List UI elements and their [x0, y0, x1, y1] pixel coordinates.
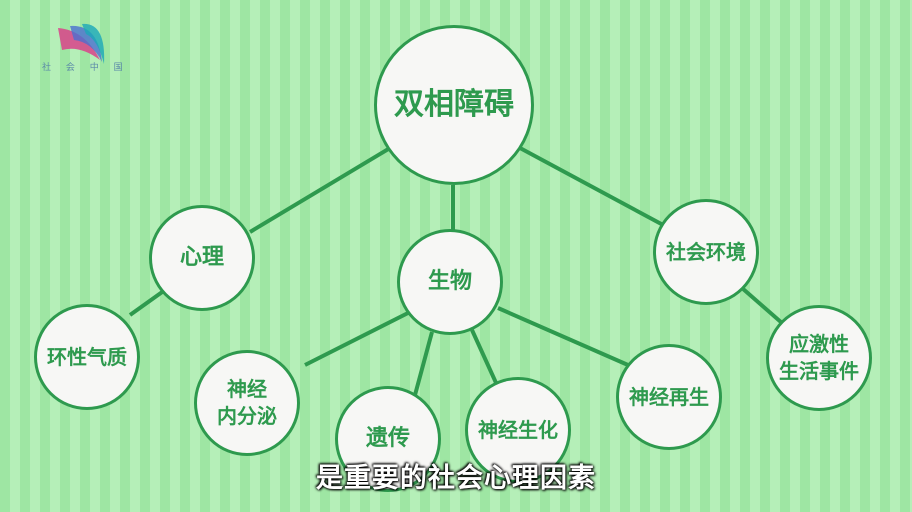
node-social: 社会环境	[653, 199, 759, 305]
edge-biology-neural	[304, 310, 411, 367]
logo-icon	[58, 23, 105, 64]
logo-text: 社 会 中 国	[42, 63, 129, 73]
node-neuroregen: 神经再生	[616, 344, 722, 450]
node-temperament-label: 环性气质	[47, 344, 127, 369]
node-neuroregen-label: 神经再生	[629, 384, 709, 409]
node-biology: 生物	[397, 229, 503, 335]
node-biology-label: 生物	[427, 269, 472, 295]
node-neural-line1: 神经	[227, 377, 267, 401]
edge-root-psychology	[248, 146, 392, 234]
subtitle-caption: 是重要的社会心理因素	[316, 463, 596, 494]
edge-biology-genetics	[413, 331, 434, 396]
node-psychology: 心理	[149, 205, 255, 311]
node-psychology-label: 心理	[179, 245, 224, 271]
node-neural-endocrine: 神经 内分泌	[194, 350, 300, 456]
node-stress-line2: 生活事件	[779, 359, 859, 383]
node-temperament: 环性气质	[34, 304, 140, 410]
node-stress: 应激性 生活事件	[766, 305, 872, 411]
edge-biology-neuroregen	[497, 306, 629, 367]
node-neural-line2: 内分泌	[217, 404, 277, 428]
node-neurobiochem: 神经生化	[465, 377, 571, 483]
edge-root-social	[519, 146, 666, 228]
node-neurobiochem-label: 神经生化	[478, 417, 558, 442]
node-root: 双相障碍	[374, 25, 534, 185]
node-stress-line1: 应激性	[789, 332, 849, 356]
edge-psychology-temperament	[128, 288, 167, 317]
node-social-label: 社会环境	[666, 239, 746, 264]
node-genetics-label: 遗传	[365, 426, 410, 452]
edge-biology-neurobiochem	[470, 329, 499, 386]
node-genetics: 遗传	[335, 386, 441, 492]
node-root-label: 双相障碍	[394, 86, 514, 122]
